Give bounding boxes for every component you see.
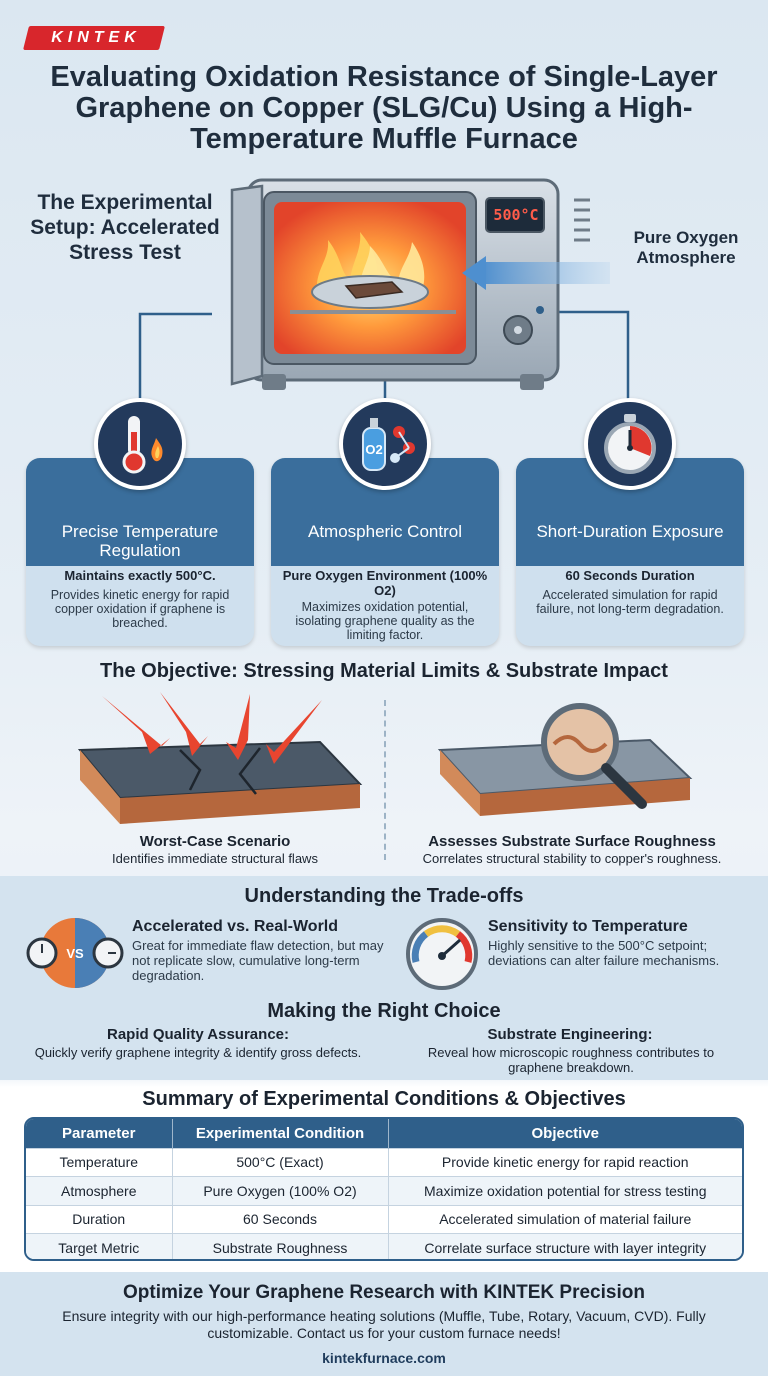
objective-divider: [384, 700, 386, 860]
card-description: Maximizes oxidation potential, isolating…: [295, 600, 475, 642]
oxygen-tank-label: O2: [365, 442, 382, 457]
card-highlight: Maintains exactly 500°C.: [64, 568, 216, 583]
table-header-row: Parameter Experimental Condition Objecti…: [26, 1119, 742, 1148]
tradeoff-accelerated-text: Great for immediate flaw detection, but …: [132, 938, 384, 983]
table-cell: Provide kinetic energy for rapid reactio…: [388, 1147, 742, 1177]
temperature-display: [485, 197, 545, 233]
tradeoffs-section: [0, 876, 768, 1080]
stopwatch-icon: [584, 398, 676, 490]
card-title: Atmospheric Control: [307, 522, 462, 541]
column-header: Experimental Condition: [172, 1119, 389, 1148]
summary-table: Parameter Experimental Condition Objecti…: [24, 1117, 744, 1261]
card-duration: Short-Duration Exposure 60 Seconds Durat…: [516, 458, 744, 646]
card-title: Precise Temperature Regulation: [61, 522, 219, 560]
column-header: Objective: [388, 1119, 742, 1148]
summary-heading: Summary of Experimental Conditions & Obj…: [142, 1088, 626, 1110]
table-cell: Maximize oxidation potential for stress …: [388, 1176, 742, 1205]
table-row: Target Metric Substrate Roughness Correl…: [26, 1233, 742, 1259]
card-title: Short-Duration Exposure: [536, 522, 724, 541]
accelerated-vs-realworld-icon: VS: [26, 918, 124, 988]
oxygen-atmosphere-label: Pure Oxygen Atmosphere: [633, 228, 739, 267]
temperature-gauge-icon: [406, 918, 478, 990]
footer-title: Optimize Your Graphene Research with KIN…: [123, 1282, 645, 1303]
footer-cta: Optimize Your Graphene Research with KIN…: [0, 1272, 768, 1376]
vs-label: VS: [66, 946, 84, 961]
table-cell: 60 Seconds: [172, 1204, 389, 1234]
table-cell: 500°C (Exact): [172, 1147, 389, 1177]
footer-website-link[interactable]: kintekfurnace.com: [322, 1350, 446, 1366]
oxygen-tank-icon: O2: [339, 398, 431, 490]
worst-case-text: Identifies immediate structural flaws: [112, 851, 318, 866]
tradeoff-sensitivity-text: Highly sensitive to the 500°C setpoint; …: [488, 938, 720, 968]
table-cell: Pure Oxygen (100% O2): [172, 1176, 389, 1205]
table-cell: Target Metric: [26, 1233, 173, 1259]
card-highlight: Pure Oxygen Environment (100% O2): [282, 568, 488, 598]
tradeoff-accelerated-title: Accelerated vs. Real-World: [132, 918, 339, 935]
footer-text: Ensure integrity with our high-performan…: [62, 1308, 706, 1341]
table-cell: Correlate surface structure with layer i…: [388, 1233, 742, 1259]
display-readout: 500°C: [493, 206, 539, 224]
roughness-text: Correlates structural stability to coppe…: [422, 851, 722, 866]
card-description: Accelerated simulation for rapid failure…: [536, 588, 724, 616]
table-cell: Atmosphere: [26, 1176, 173, 1205]
choice-heading: Making the Right Choice: [267, 1000, 501, 1022]
tradeoffs-heading: Understanding the Trade-offs: [244, 885, 524, 907]
choice-substrate-title: Substrate Engineering:: [487, 1026, 653, 1043]
table-cell: Temperature: [26, 1147, 173, 1177]
table-row: Duration 60 Seconds Accelerated simulati…: [26, 1204, 742, 1234]
table-cell: Accelerated simulation of material failu…: [388, 1204, 742, 1234]
slg-cu-sample: [344, 281, 404, 299]
table-row: Temperature 500°C (Exact) Provide kineti…: [26, 1147, 742, 1177]
table-row: Atmosphere Pure Oxygen (100% O2) Maximiz…: [26, 1176, 742, 1205]
choice-qa-title: Rapid Quality Assurance:: [107, 1026, 289, 1043]
roughness-title: Assesses Substrate Surface Roughness: [428, 833, 716, 850]
table-cell: Duration: [26, 1204, 173, 1234]
objective-heading: The Objective: Stressing Material Limits…: [100, 660, 668, 682]
roughness-magnifier-illustration: [437, 703, 693, 816]
thermometer-flame-icon: [94, 398, 186, 490]
column-header: Parameter: [26, 1119, 173, 1148]
table-cell: Substrate Roughness: [172, 1233, 389, 1259]
card-highlight: 60 Seconds Duration: [565, 568, 695, 583]
brand-logo: KINTEK: [51, 29, 141, 46]
tradeoff-sensitivity-title: Sensitivity to Temperature: [488, 918, 688, 935]
setup-heading: The Experimental Setup: Accelerated Stre…: [30, 191, 220, 264]
choice-substrate-text: Reveal how microscopic roughness contrib…: [427, 1045, 715, 1075]
page-title: Evaluating Oxidation Resistance of Singl…: [50, 61, 718, 155]
card-description: Provides kinetic energy for rapid copper…: [50, 588, 230, 630]
furnace-door: [230, 184, 264, 386]
oxygen-flow-arrow: [486, 262, 610, 284]
choice-qa-text: Quickly verify graphene integrity & iden…: [34, 1045, 362, 1060]
worst-case-illustration: [77, 692, 363, 824]
muffle-furnace-illustration: [138, 178, 630, 400]
worst-case-title: Worst-Case Scenario: [139, 833, 291, 850]
